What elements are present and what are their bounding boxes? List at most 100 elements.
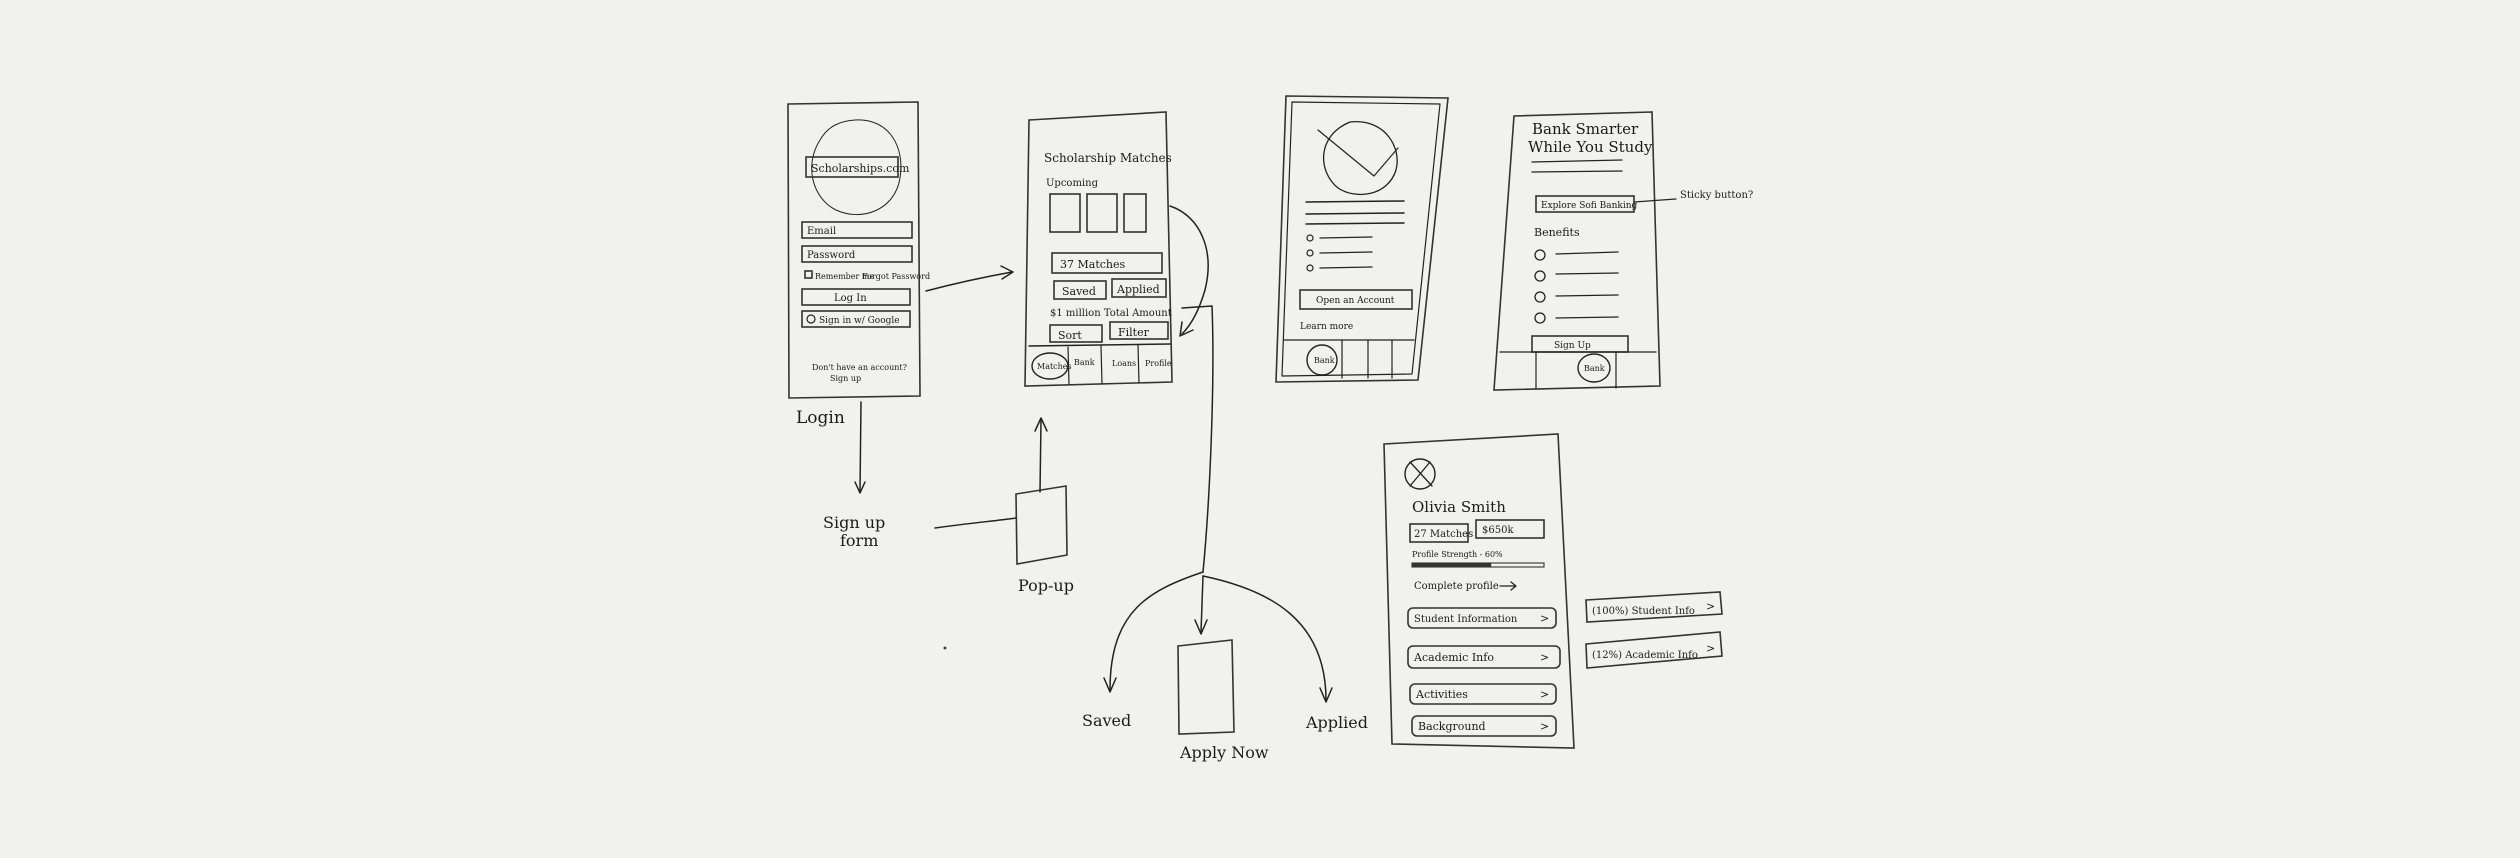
chevron-right-icon: > — [1540, 688, 1549, 701]
sticky-note: Sticky button? — [1680, 190, 1753, 201]
popup-caption: Pop-up — [1018, 576, 1074, 595]
signup-caption-line2: form — [840, 531, 878, 550]
profile-strength-fill — [1412, 563, 1492, 567]
chevron-right-icon: > — [1540, 720, 1549, 733]
branch-tree — [1103, 305, 1333, 703]
login-email-field[interactable] — [801, 221, 913, 239]
login-password-label: Password — [807, 250, 856, 261]
bank-open-account-button[interactable] — [1299, 289, 1413, 310]
bank-smarter-frame — [1493, 111, 1661, 391]
profile-amount-badge[interactable] — [1475, 519, 1545, 539]
benefits-heading: Benefits — [1534, 226, 1580, 239]
matches-card-1[interactable] — [1049, 193, 1081, 233]
matches-saved-tab[interactable] — [1053, 280, 1107, 300]
matches-applied-label: Applied — [1116, 283, 1160, 296]
login-forgot-link[interactable]: Forgot Password — [862, 272, 930, 281]
profile-row-academic-label: Academic Info — [1413, 651, 1494, 664]
profile-row-student[interactable] — [1407, 607, 1557, 629]
profile-amount-label: $650k — [1482, 525, 1514, 536]
bank-frame — [1275, 95, 1449, 383]
check-icon — [1534, 312, 1546, 324]
login-password-field[interactable] — [801, 245, 913, 263]
login-remember-label: Remember me — [815, 272, 874, 281]
bullet-icon — [1306, 234, 1314, 242]
bank-nav-bank[interactable]: Bank — [1314, 356, 1335, 365]
matches-count-button[interactable] — [1051, 252, 1163, 274]
check-icon — [1534, 249, 1546, 261]
check-icon — [1534, 291, 1546, 303]
profile-row-academic[interactable] — [1407, 645, 1561, 669]
profile-matches-badge[interactable] — [1409, 523, 1469, 543]
chevron-right-icon: > — [1706, 600, 1715, 613]
login-logo-circle — [811, 119, 902, 215]
matches-filter-button[interactable] — [1109, 321, 1169, 340]
login-button-label: Log In — [834, 293, 867, 304]
profile-row-activities[interactable] — [1409, 683, 1557, 705]
explore-sofi-label: Explore Sofi Banking — [1541, 201, 1638, 211]
chevron-right-icon: > — [1540, 651, 1549, 664]
nav-bank[interactable]: Bank — [1074, 358, 1095, 367]
matches-amount: $1 million Total Amount — [1050, 308, 1172, 319]
benefit-list — [1534, 249, 1619, 324]
matches-applied-tab[interactable] — [1111, 278, 1167, 298]
chevron-right-icon: > — [1706, 642, 1715, 655]
bank-smarter-nav-bank[interactable]: Bank — [1584, 364, 1605, 373]
bullet-icon — [1306, 264, 1314, 272]
profile-screen: Olivia Smith 27 Matches $650k Profile St… — [1383, 433, 1575, 749]
profile-frame — [1383, 433, 1575, 749]
nav-profile[interactable]: Profile — [1145, 359, 1172, 368]
login-caption: Login — [796, 408, 845, 428]
login-google-button[interactable] — [801, 310, 911, 328]
matches-sort-button[interactable] — [1049, 324, 1103, 343]
bank-open-account-label: Open an Account — [1316, 296, 1395, 306]
matches-subtitle: Upcoming — [1046, 178, 1099, 189]
apply-now-frame — [1177, 639, 1235, 735]
bullet-icon — [1306, 249, 1314, 257]
explore-sofi-button[interactable] — [1535, 195, 1635, 213]
login-signup-link[interactable]: Sign up — [830, 374, 861, 383]
login-brand-box — [805, 156, 899, 178]
nav-matches[interactable]: Matches — [1037, 362, 1072, 371]
avatar — [1404, 458, 1436, 490]
branch-apply-now: Apply Now — [1179, 743, 1269, 762]
login-frame — [787, 101, 921, 399]
side-card-student[interactable] — [1585, 591, 1723, 623]
matches-frame — [1024, 111, 1173, 387]
login-brand: Scholarships.com — [811, 162, 910, 175]
bank-hero-image — [1317, 121, 1399, 195]
matches-saved-label: Saved — [1062, 285, 1096, 298]
matches-screen: Scholarship Matches Upcoming 37 Matches … — [1024, 111, 1173, 387]
arrow-matches-loop — [1169, 205, 1209, 337]
profile-row-background[interactable] — [1411, 715, 1557, 737]
matches-sort-label: Sort — [1058, 329, 1082, 342]
matches-card-2[interactable] — [1086, 193, 1118, 233]
matches-card-3[interactable] — [1123, 193, 1147, 233]
popup-frame — [1015, 485, 1068, 565]
login-button[interactable] — [801, 288, 911, 306]
arrow-login-to-matches — [925, 265, 1014, 292]
bank-smarter-nav-highlight — [1577, 353, 1611, 383]
matches-count-label: 37 Matches — [1060, 258, 1125, 271]
profile-complete[interactable]: Complete profile — [1414, 581, 1499, 592]
bank-smarter-screen: Bank Smarter While You Study Explore Sof… — [1493, 111, 1753, 391]
arrow-login-to-signup — [854, 401, 866, 494]
login-screen: Scholarships.com Email Password Remember… — [787, 101, 930, 428]
matches-title: Scholarship Matches — [1044, 151, 1172, 165]
profile-strength: Profile Strength - 60% — [1412, 550, 1503, 559]
profile-row-activities-label: Activities — [1415, 688, 1468, 701]
pen-dot — [943, 646, 947, 650]
nav-loans[interactable]: Loans — [1112, 359, 1136, 368]
side-card-academic[interactable] — [1585, 631, 1723, 669]
side-card-academic-label: (12%) Academic Info — [1592, 650, 1698, 661]
bank-learn-more[interactable]: Learn more — [1300, 322, 1353, 332]
google-icon — [806, 314, 816, 324]
login-remember-checkbox[interactable] — [804, 270, 813, 279]
login-no-account: Don't have an account? — [812, 363, 907, 372]
bank-nav-highlight — [1306, 344, 1338, 376]
side-card-student-label: (100%) Student Info — [1592, 606, 1695, 617]
login-google-label: Sign in w/ Google — [819, 316, 900, 326]
popup-sketch: Pop-up — [1015, 417, 1074, 595]
bank-screen: Open an Account Learn more Bank — [1275, 95, 1449, 383]
signup-caption-line1: Sign up — [823, 513, 885, 532]
